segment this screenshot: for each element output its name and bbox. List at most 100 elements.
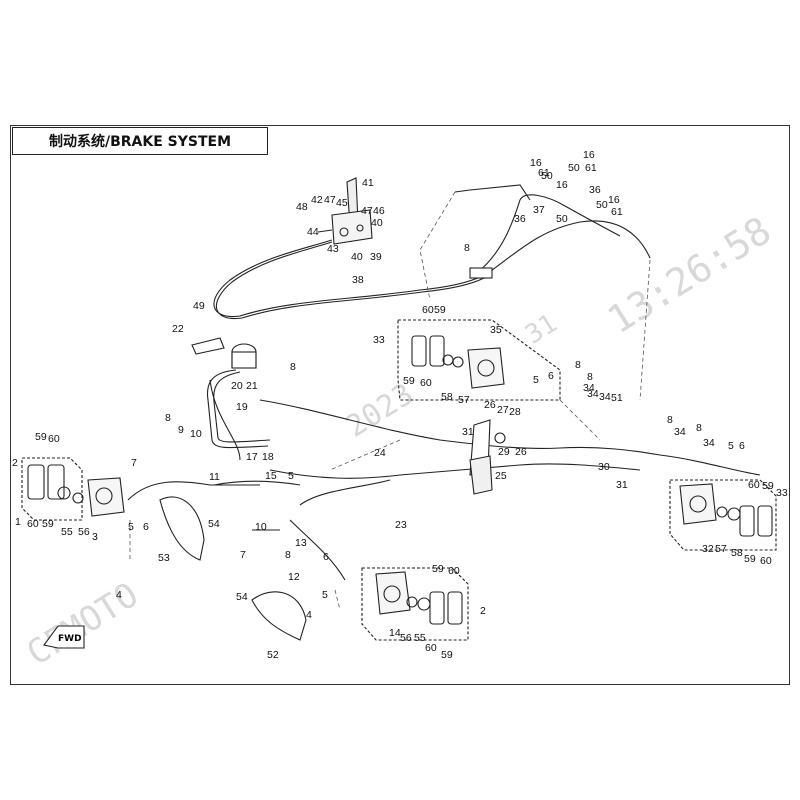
part-callout-c52: 52 — [267, 649, 279, 661]
splash-guard-front-left — [159, 496, 205, 561]
part-callout-c59d: 59 — [42, 518, 54, 530]
front-right-caliper — [361, 567, 469, 641]
master-cylinder-reservoir — [191, 337, 257, 369]
part-callout-c61c: 61 — [611, 206, 623, 218]
part-callout-c59h: 59 — [762, 480, 774, 492]
part-callout-c13: 13 — [295, 537, 307, 549]
part-callout-c15: 15 — [265, 470, 277, 482]
part-callout-c50d: 50 — [596, 199, 608, 211]
part-callout-c16b: 16 — [583, 149, 595, 161]
part-callout-c20: 20 — [231, 380, 243, 392]
part-callout-c59f: 59 — [441, 649, 453, 661]
part-callout-c59e: 59 — [432, 563, 444, 575]
rear-left-caliper — [397, 319, 561, 401]
part-callout-c9: 9 — [178, 424, 184, 436]
part-callout-c34a: 34 — [587, 388, 599, 400]
part-callout-c60b: 60 — [420, 377, 432, 389]
part-callout-c51: 51 — [611, 392, 623, 404]
part-callout-c50a: 50 — [541, 170, 553, 182]
part-callout-c11: 11 — [209, 471, 220, 483]
part-callout-c57a: 57 — [458, 394, 470, 406]
part-callout-c8h: 8 — [285, 549, 291, 561]
part-callout-c34c: 34 — [599, 391, 611, 403]
part-callout-c26a: 26 — [484, 399, 496, 411]
part-callout-c34b: 34 — [583, 382, 595, 394]
part-callout-c5c: 5 — [288, 470, 294, 482]
part-callout-c60d: 60 — [27, 518, 39, 530]
part-callout-c22: 22 — [172, 323, 184, 335]
part-callout-c47b: 47 — [361, 205, 373, 217]
part-callout-c10b: 10 — [255, 521, 267, 533]
part-callout-c6c: 6 — [143, 521, 149, 533]
part-callout-c21: 21 — [246, 380, 258, 392]
part-callout-c58b: 58 — [731, 547, 743, 559]
part-callout-c39: 39 — [370, 251, 382, 263]
part-callout-c54b: 54 — [236, 591, 248, 603]
part-callout-c24: 24 — [374, 447, 386, 459]
part-callout-c41: 41 — [362, 177, 374, 189]
part-callout-c45: 45 — [336, 197, 348, 209]
part-callout-c60h: 60 — [748, 479, 760, 491]
part-callout-c55b: 55 — [414, 632, 426, 644]
part-callout-c54a: 54 — [208, 518, 220, 530]
part-callout-c40b: 40 — [351, 251, 363, 263]
part-callout-c27: 27 — [497, 404, 509, 416]
part-callout-c48: 48 — [296, 201, 308, 213]
part-callout-c25: 25 — [495, 470, 507, 482]
part-callout-c35: 35 — [490, 324, 502, 336]
part-callout-c36b: 36 — [589, 184, 601, 196]
part-callout-c59g: 59 — [744, 553, 756, 565]
part-callout-c60g: 60 — [760, 555, 772, 567]
part-callout-c16c: 16 — [556, 179, 568, 191]
part-callout-c40a: 40 — [371, 217, 383, 229]
part-callout-c34e: 34 — [703, 437, 715, 449]
part-callout-c16a: 16 — [530, 157, 542, 169]
part-callout-c50c: 50 — [556, 213, 568, 225]
part-callout-c19: 19 — [236, 401, 248, 413]
part-callout-c5b: 5 — [728, 440, 734, 452]
part-callout-c28: 28 — [509, 406, 521, 418]
part-callout-c42: 42 — [311, 194, 323, 206]
rear-parking-cable — [483, 220, 651, 277]
part-callout-c4b: 4 — [306, 609, 312, 621]
part-callout-c61a: 61 — [538, 167, 550, 179]
part-callout-c3: 3 — [92, 531, 98, 543]
part-callout-c60f: 60 — [425, 642, 437, 654]
fwd-label: FWD — [58, 634, 82, 644]
part-callout-c32: 32 — [702, 543, 714, 555]
diagram-frame — [10, 125, 790, 685]
parking-brake-lever — [317, 177, 373, 245]
part-callout-c10a: 10 — [190, 428, 202, 440]
part-callout-c31b: 31 — [616, 479, 628, 491]
splash-guard-front-right — [251, 591, 307, 641]
part-callout-c12: 12 — [288, 571, 300, 583]
part-callout-c1: 1 — [15, 516, 21, 528]
part-callout-c61b: 61 — [585, 162, 597, 174]
part-callout-c2a: 2 — [12, 457, 18, 469]
part-callout-c7b: 7 — [240, 549, 246, 561]
part-callout-c46: 46 — [373, 205, 385, 217]
part-callout-c57b: 57 — [715, 543, 727, 555]
part-callout-c38: 38 — [352, 274, 364, 286]
part-callout-c59c: 59 — [35, 431, 47, 443]
part-callout-c59b: 59 — [403, 375, 415, 387]
part-callout-c29: 29 — [498, 446, 510, 458]
part-callout-c8f: 8 — [696, 422, 702, 434]
part-callout-c5e: 5 — [322, 589, 328, 601]
part-callout-c43: 43 — [327, 243, 339, 255]
part-callout-c49: 49 — [193, 300, 205, 312]
part-callout-c56a: 56 — [78, 526, 90, 538]
fwd-arrow-icon — [43, 625, 85, 649]
front-left-caliper — [21, 457, 125, 521]
part-callout-c33a: 33 — [373, 334, 385, 346]
part-callout-c2b: 2 — [480, 605, 486, 617]
part-callout-c5a: 5 — [533, 374, 539, 386]
brake-pedal — [469, 419, 506, 495]
rear-right-caliper — [669, 479, 777, 551]
part-callout-c34d: 34 — [674, 426, 686, 438]
part-callout-c44: 44 — [307, 226, 319, 238]
part-callout-c36a: 36 — [514, 213, 526, 225]
part-callout-c6b: 6 — [739, 440, 745, 452]
